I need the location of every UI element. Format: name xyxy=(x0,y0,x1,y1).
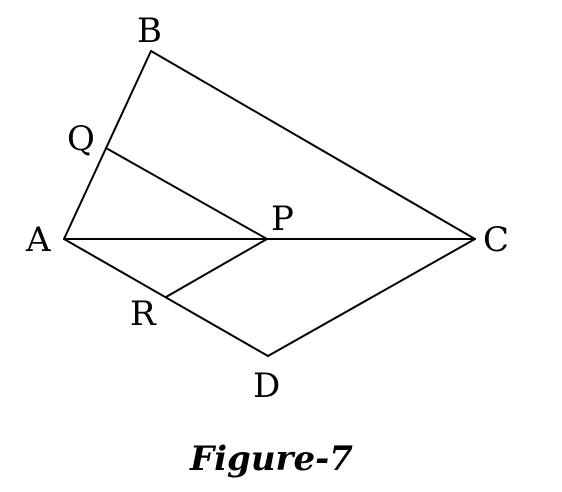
segment-RP xyxy=(165,238,268,298)
label-point-Q: Q xyxy=(67,119,95,159)
label-point-A: A xyxy=(25,220,51,260)
label-point-D: D xyxy=(253,366,280,406)
figure-caption: Figure-7 xyxy=(189,439,353,479)
label-point-P: P xyxy=(271,199,294,239)
label-point-R: R xyxy=(130,294,157,334)
segment-AB xyxy=(63,50,152,240)
segment-BC xyxy=(150,50,476,240)
label-point-B: B xyxy=(137,11,162,51)
segment-DC xyxy=(267,238,476,357)
segment-QP xyxy=(105,147,268,240)
label-point-C: C xyxy=(483,220,509,260)
